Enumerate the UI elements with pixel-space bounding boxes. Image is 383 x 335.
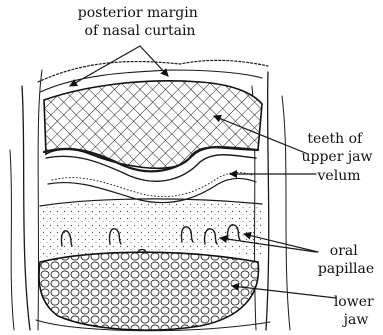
label-lower-jaw: lower jaw	[334, 294, 378, 328]
label-velum: velum	[317, 168, 361, 184]
label-teeth-upper-jaw: teeth of upper jaw	[301, 131, 372, 165]
label-oral-papillae: oral papillae	[318, 243, 374, 277]
lower-jaw-teeth	[36, 252, 270, 331]
label-nasal-curtain: posterior margin of nasal curtain	[78, 5, 202, 39]
oral-papillae	[40, 199, 262, 259]
